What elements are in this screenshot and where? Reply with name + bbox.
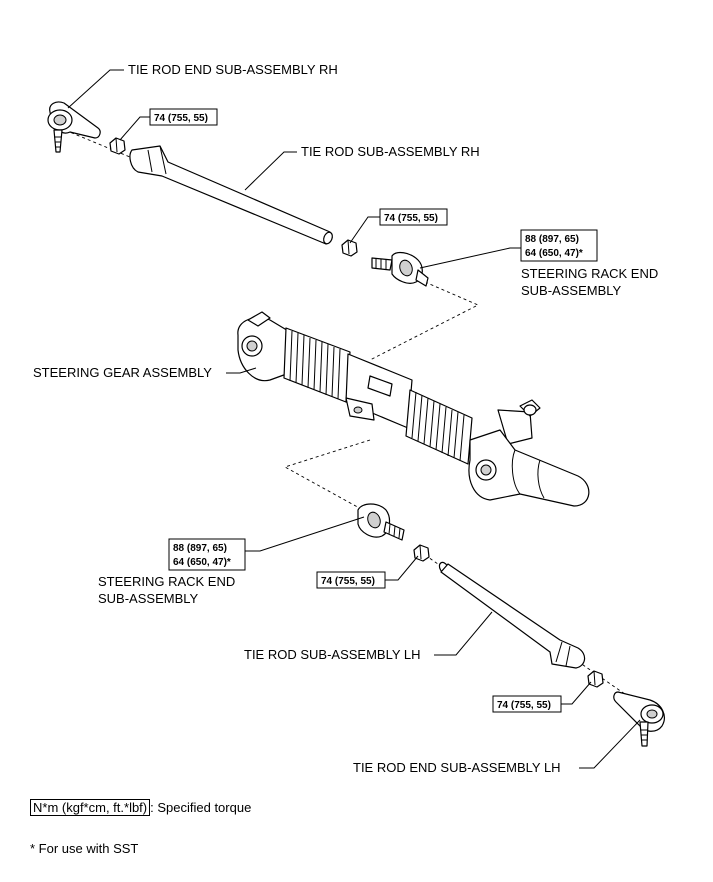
tie-rod-end-rh bbox=[47, 101, 101, 153]
nut-rh-end bbox=[109, 137, 126, 155]
tie-rod-rh bbox=[129, 145, 333, 245]
label-rack-end-lower-line1: STEERING RACK END bbox=[98, 574, 235, 589]
label-rack-end-upper-line2: SUB-ASSEMBLY bbox=[521, 283, 622, 298]
torque-nut-rh-end: 74 (755, 55) bbox=[154, 113, 208, 124]
label-tie-rod-lh: TIE ROD SUB-ASSEMBLY LH bbox=[244, 647, 421, 662]
label-rack-end-lower-line2: SUB-ASSEMBLY bbox=[98, 591, 199, 606]
tie-rod-end-lh bbox=[613, 691, 665, 747]
torque-boxes: 74 (755, 55) 74 (755, 55) 88 (897, 65) 6… bbox=[149, 108, 598, 713]
alignment-lines bbox=[59, 127, 656, 716]
label-tie-rod-end-rh: TIE ROD END SUB-ASSEMBLY RH bbox=[128, 62, 338, 77]
nut-rh-rod bbox=[341, 239, 358, 257]
label-rack-end-upper-line1: STEERING RACK END bbox=[521, 266, 658, 281]
torque-nut-lh-end: 74 (755, 55) bbox=[497, 700, 551, 711]
tie-rod-lh bbox=[438, 561, 586, 669]
label-gear-assembly: STEERING GEAR ASSEMBLY bbox=[33, 365, 212, 380]
label-tie-rod-rh: TIE ROD SUB-ASSEMBLY RH bbox=[301, 144, 480, 159]
torque-legend-text: : Specified torque bbox=[150, 800, 252, 815]
rack-end-lower bbox=[357, 503, 405, 541]
torque-rack-end-upper-a: 88 (897, 65) bbox=[525, 234, 579, 245]
torque-rack-end-lower-b: 64 (650, 47)* bbox=[173, 557, 231, 568]
nut-lh-end bbox=[587, 670, 604, 688]
torque-legend-key: N*m (kgf*cm, ft.*lbf) bbox=[30, 799, 151, 816]
torque-legend: N*m (kgf*cm, ft.*lbf): Specified torque bbox=[30, 799, 252, 816]
leader-lines bbox=[67, 69, 641, 769]
torque-nut-lh-rod: 74 (755, 55) bbox=[321, 576, 375, 587]
rack-end-upper bbox=[371, 251, 429, 287]
part-labels: TIE ROD END SUB-ASSEMBLY RH TIE ROD SUB-… bbox=[33, 62, 658, 775]
steering-gear-housing bbox=[237, 311, 590, 507]
sst-note: * For use with SST bbox=[30, 841, 139, 856]
torque-rack-end-lower-a: 88 (897, 65) bbox=[173, 543, 227, 554]
torque-nut-rh-rod: 74 (755, 55) bbox=[384, 213, 438, 224]
torque-rack-end-upper-b: 64 (650, 47)* bbox=[525, 248, 583, 259]
label-tie-rod-end-lh: TIE ROD END SUB-ASSEMBLY LH bbox=[353, 760, 561, 775]
